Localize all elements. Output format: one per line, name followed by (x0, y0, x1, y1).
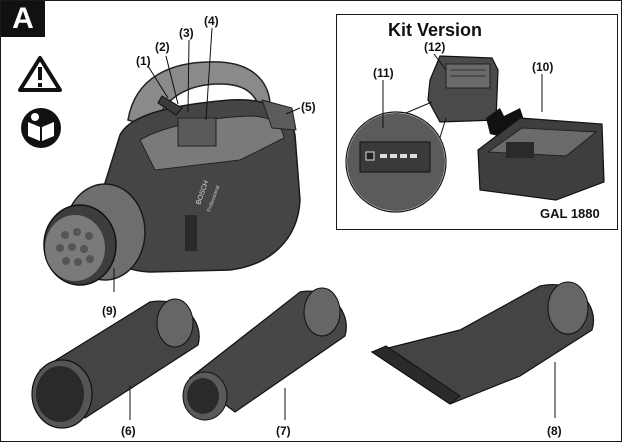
warning-triangle-icon (18, 56, 62, 92)
kit-title: Kit Version (388, 20, 483, 40)
battery-indicator-zoom (345, 101, 447, 213)
nozzle-7 (182, 287, 347, 421)
callout-8: (8) (547, 424, 562, 438)
callout-6: (6) (121, 424, 136, 438)
nozzle-8 (370, 281, 595, 418)
callout-9: (9) (102, 304, 117, 318)
callout-11: (11) (373, 66, 394, 80)
kit-leader-lines (382, 53, 543, 128)
blower-body (43, 61, 301, 286)
leader-lines (113, 27, 301, 292)
nozzle-6 (31, 298, 200, 429)
callout-7: (7) (276, 424, 291, 438)
kit-version-panel (336, 14, 618, 230)
section-badge: A (1, 1, 45, 37)
callout-5: (5) (301, 100, 316, 114)
callout-3: (3) (179, 26, 194, 40)
read-manual-icon (21, 108, 61, 148)
charger (477, 117, 605, 201)
callout-12: (12) (424, 40, 446, 54)
callout-1: (1) (136, 54, 151, 68)
insert-arrow-icon (486, 108, 526, 140)
callout-10: (10) (532, 60, 554, 74)
charger-model-label: GAL 1880 (540, 206, 600, 221)
callout-2: (2) (155, 40, 170, 54)
battery-pack (427, 55, 499, 123)
callout-4: (4) (204, 14, 219, 28)
